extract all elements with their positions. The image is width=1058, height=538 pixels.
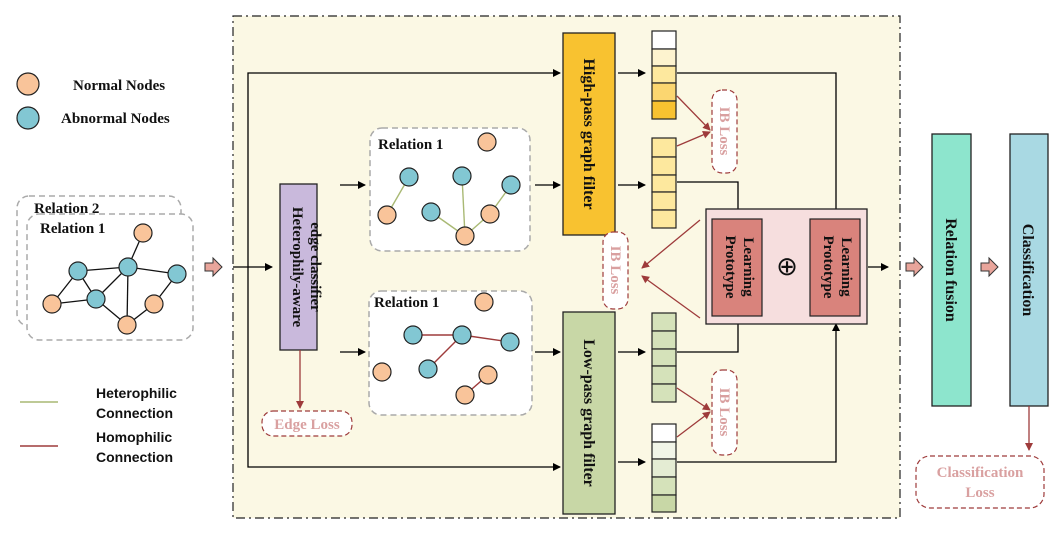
abnormal-node-legend-icon (16, 106, 40, 130)
graph-node (500, 332, 520, 352)
normal-nodes-label: Normal Nodes (73, 78, 165, 94)
ib-loss-label-bottom: IB Loss (716, 388, 732, 437)
edge-loss-box (261, 410, 353, 437)
edge-classifier-box (279, 183, 318, 351)
feature-vector-top-2 (651, 137, 677, 229)
prototype-learning-box-right (809, 218, 861, 317)
homophilic-label-1: Homophilic (96, 429, 172, 445)
ib-loss-box-top (711, 89, 738, 174)
heterophilic-label-1: Heterophilic (96, 385, 177, 401)
graph-node (421, 202, 441, 222)
fusion-arrow-icon (905, 256, 924, 278)
flow-lines (233, 69, 889, 471)
classification-loss-label-1: Classification (937, 465, 1024, 481)
relation-top-panel: Relation 1 (369, 127, 531, 252)
abnormal-nodes-label: Abnormal Nodes (61, 111, 170, 127)
low-pass-filter-box (562, 311, 616, 515)
classification-box (1009, 133, 1049, 407)
edge-classifier-label-1: Heterophily-aware (289, 207, 305, 328)
classification-arrow-icon (980, 256, 999, 278)
low-pass-filter-label: Low-pass graph filter (580, 339, 597, 487)
graph-node (418, 359, 438, 379)
high-pass-filter-label: High-pass graph filter (580, 58, 597, 209)
relation-bottom-label: Relation 1 (374, 295, 439, 311)
graph-node (377, 205, 397, 225)
input-graph: Relation 2 Relation 1 (16, 195, 194, 341)
relation-1-label: Relation 1 (40, 221, 105, 237)
feature-vector-top-1 (651, 30, 677, 120)
graph-node (167, 264, 187, 284)
graph-node (399, 167, 419, 187)
graph-node (501, 175, 521, 195)
graph-node (372, 362, 392, 382)
prototype-left-label-1: Prototype (722, 235, 738, 298)
feature-vector-bottom-2 (651, 423, 677, 513)
graph-node (133, 223, 153, 243)
graph-node (480, 204, 500, 224)
oplus-icon: ⊕ (776, 252, 798, 282)
relation-2-label: Relation 2 (34, 201, 99, 217)
prototype-right-label-2: Learning (838, 237, 854, 297)
classification-label: Classification (1019, 224, 1036, 317)
edge-classifier-label-2: edge classifier (307, 222, 323, 312)
graph-node (455, 385, 475, 405)
edge-loss-label: Edge Loss (274, 417, 340, 433)
prototype-learning-box-left (711, 218, 763, 317)
graph-node (474, 292, 494, 312)
ib-loss-label-top: IB Loss (716, 107, 732, 156)
ib-loss-box-bottom (711, 369, 738, 456)
high-pass-filter-box (562, 32, 616, 236)
homophilic-label-2: Connection (96, 449, 173, 465)
ib-loss-box-mid (602, 231, 629, 310)
heterophilic-label-2: Connection (96, 405, 173, 421)
graph-node (452, 166, 472, 186)
ib-loss-arrows (641, 95, 711, 438)
input-arrow-icon (204, 256, 223, 278)
graph-node (144, 294, 164, 314)
graph-node (117, 315, 137, 335)
graph-node (403, 325, 423, 345)
graph-node (455, 226, 475, 246)
classification-loss-box (915, 455, 1045, 509)
graph-node (452, 325, 472, 345)
graph-node (68, 261, 88, 281)
normal-node-legend-icon (16, 72, 40, 96)
graph-node (477, 132, 497, 152)
relation-top-label: Relation 1 (378, 137, 443, 153)
relation-bottom-panel: Relation 1 (368, 290, 533, 416)
legend: Normal Nodes Abnormal Nodes Heterophilic… (16, 72, 177, 465)
graph-node (478, 365, 498, 385)
relation-fusion-box (931, 133, 972, 407)
prototype-right-label-1: Prototype (820, 235, 836, 298)
feature-vector-bottom-1 (651, 312, 677, 403)
graph-node (86, 289, 106, 309)
ib-loss-label-mid: IB Loss (607, 246, 623, 295)
graph-node (118, 257, 138, 277)
graph-node (42, 294, 62, 314)
relation-fusion-label: Relation fusion (942, 218, 959, 322)
prototype-left-label-2: Learning (740, 237, 756, 297)
classification-loss-label-2: Loss (965, 485, 994, 501)
